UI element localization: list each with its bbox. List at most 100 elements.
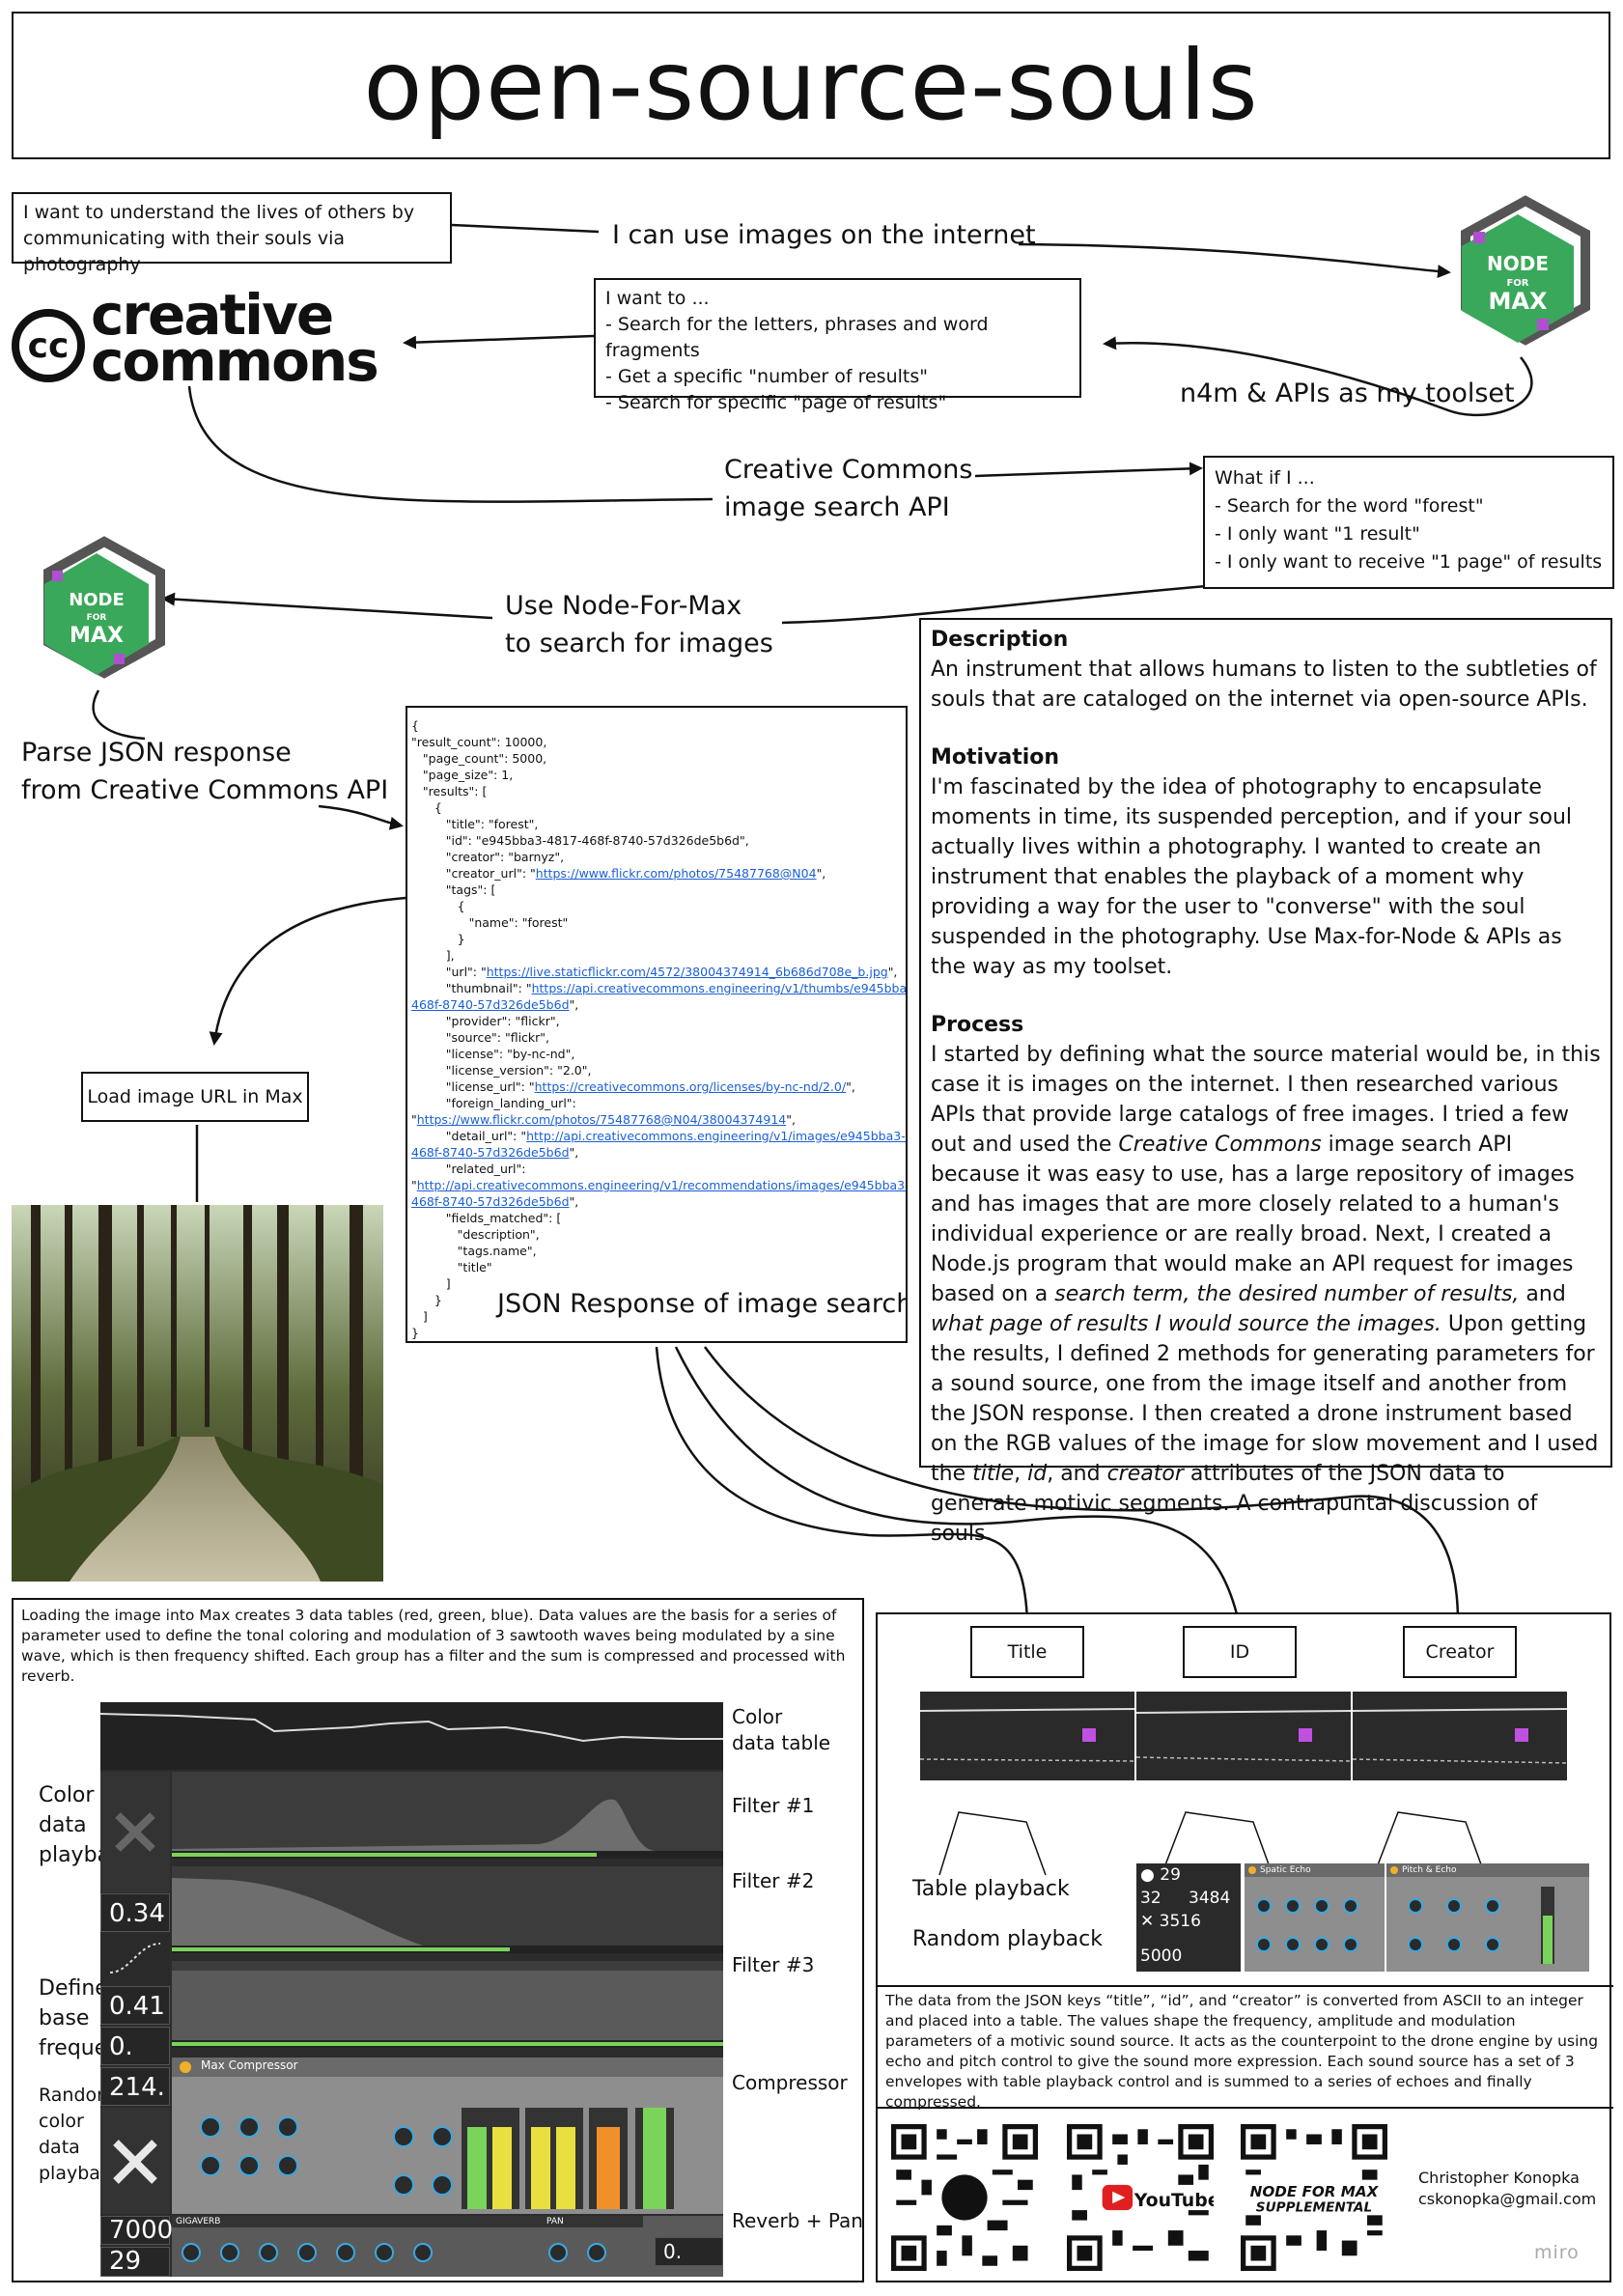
label-color-table-1: Color — [732, 1705, 783, 1728]
node-logo-for-text: FOR — [87, 613, 107, 623]
power-icon[interactable] — [180, 2061, 191, 2073]
json-line: "name": "forest" — [411, 915, 569, 930]
arrow-toolset-to-want — [1103, 336, 1533, 417]
json-link[interactable]: https://creativecommons.org/licenses/by-… — [534, 1079, 847, 1094]
number-box[interactable]: 3484 — [1189, 1889, 1231, 1908]
max-patch: 0.34 0.41 0. 214. 7000 29 — [100, 1702, 723, 2277]
json-link[interactable]: https://api.creativecommons.engineering/… — [531, 981, 908, 995]
json-line: "license_url": "https://creativecommons.… — [411, 1079, 855, 1094]
title-box: open-source-souls — [12, 12, 1610, 159]
pan-number-box[interactable]: 0. — [655, 2237, 723, 2266]
pitch-echo-device[interactable]: Pitch & Echo — [1386, 1863, 1589, 1972]
label-toolset: n4m & APIs as my toolset — [1180, 378, 1515, 408]
json-line: "fields_matched": [ — [411, 1211, 562, 1225]
reverb-pan-device[interactable]: GIGAVERB PAN 0. — [172, 2216, 723, 2277]
json-link[interactable]: https://www.flickr.com/photos/75487768@N… — [535, 866, 817, 881]
number-box[interactable]: 7000 — [100, 2216, 173, 2245]
label-use-n4m-1: Use Node-For-Max — [505, 591, 742, 621]
creative-commons-logo: cc creative commons — [12, 287, 398, 396]
author-email[interactable]: cskonopka@gmail.com — [1418, 2190, 1597, 2208]
arrow-intro-to-label — [451, 223, 600, 234]
number-box[interactable]: 0.41 — [100, 1986, 170, 2025]
label-define-1: Define — [39, 1976, 108, 2001]
json-link[interactable]: https://live.staticflickr.com/4572/38004… — [486, 965, 888, 979]
compressor-device[interactable]: Max Compressor — [172, 2058, 723, 2214]
qr-code-github[interactable] — [891, 2124, 1038, 2271]
label-load: Load image URL in Max — [87, 1085, 303, 1107]
label-random-playback: Random playback — [912, 1927, 1103, 1951]
label-compressor: Compressor — [732, 2071, 848, 2094]
filter-displays[interactable] — [172, 1772, 723, 2057]
desc-heading-motivation: Motivation — [931, 745, 1060, 770]
label-table-playback: Table playback — [912, 1877, 1070, 1901]
number-box[interactable]: 3516 — [1159, 1912, 1201, 1931]
number-box[interactable]: 29 — [100, 2247, 170, 2277]
color-data-table[interactable] — [100, 1702, 723, 1770]
envelope-graphs[interactable] — [920, 1798, 1586, 1885]
json-link[interactable]: https://www.flickr.com/photos/75487768@N… — [416, 1112, 787, 1127]
want-item: - Search for the letters, phrases and wo… — [605, 314, 989, 361]
json-line: "id": "e945bba3-4817-468f-8740-57d326de5… — [411, 833, 749, 848]
power-icon[interactable] — [1390, 1866, 1398, 1874]
label-reverb-pan: Reverb + Pan — [732, 2209, 863, 2232]
page-title: open-source-souls — [363, 28, 1259, 142]
arrow-cc-to-api — [187, 385, 714, 503]
json-line: "results": [ — [411, 784, 488, 798]
number-box[interactable]: 29 — [1160, 1865, 1181, 1885]
intro-line-1: I want to understand the lives of others… — [23, 202, 415, 223]
label-cc-api-2: image search API — [724, 492, 950, 522]
number-box[interactable]: 0. — [100, 2027, 170, 2065]
label-color-table-2: data table — [732, 1731, 831, 1754]
number-box[interactable]: 214. — [100, 2067, 170, 2106]
playback-toggle-1[interactable] — [100, 1772, 170, 1892]
label-random-3: data — [39, 2137, 80, 2158]
tag-creator-box: Creator — [1403, 1626, 1517, 1678]
pan-title: PAN — [543, 2216, 643, 2227]
node-logo-bottom-text: MAX — [70, 624, 124, 648]
number-box[interactable]: 5000 — [1140, 1946, 1183, 1966]
playback-toggle-2[interactable] — [100, 2108, 170, 2214]
description-box: Description An instrument that allows hu… — [919, 618, 1612, 1546]
miro-watermark: miro — [1534, 2242, 1580, 2263]
json-line: } — [411, 932, 465, 946]
json-link[interactable]: 468f-8740-57d326de5b6d — [411, 997, 570, 1012]
intro-line-2: communicating with their souls via photo… — [23, 228, 346, 275]
node-for-max-logo-top: NODE FOR MAX — [1461, 195, 1590, 346]
want-title: I want to ... — [605, 288, 710, 309]
playback-controls[interactable]: ● 29 32 3484 ✕ 3516 5000 — [1136, 1863, 1241, 1972]
json-link[interactable]: 468f-8740-57d326de5b6d — [411, 1145, 570, 1160]
compressor-title: Max Compressor — [201, 2058, 298, 2072]
json-link[interactable]: http://api.creativecommons.engineering/v… — [526, 1129, 908, 1143]
number-box[interactable]: 32 — [1140, 1889, 1161, 1908]
label-parse-1: Parse JSON response — [21, 738, 292, 768]
arrow-want-to-cc — [403, 334, 595, 350]
reverb-title: GIGAVERB — [172, 2216, 543, 2227]
json-line: { — [411, 718, 419, 733]
label-random-1: Random — [39, 2085, 115, 2106]
json-line: "https://www.flickr.com/photos/75487768@… — [411, 1112, 796, 1127]
number-box[interactable]: 0.34 — [100, 1893, 170, 1932]
power-icon[interactable] — [1248, 1866, 1256, 1874]
qr-code-n4m-supplemental[interactable]: NODE FOR MAX SUPPLEMENTAL — [1241, 2124, 1387, 2271]
json-link[interactable]: 468f-8740-57d326de5b6d — [411, 1194, 570, 1209]
label-filter-3: Filter #3 — [732, 1953, 815, 1976]
label-json: JSON Response of image search — [497, 1289, 908, 1319]
label-define-2: base — [39, 2006, 90, 2030]
spatial-echo-device[interactable]: Spatic Echo — [1245, 1863, 1385, 1972]
arrow-label-to-node — [1018, 242, 1451, 279]
json-line: ], — [411, 948, 455, 963]
json-line: ] — [411, 1309, 428, 1324]
curve-json-to-title — [655, 1346, 1029, 1623]
tag-title-box: Title — [970, 1626, 1084, 1678]
label-filter-2: Filter #2 — [732, 1869, 815, 1892]
json-table-strips[interactable] — [920, 1692, 1586, 1780]
bottom-left-panel: Loading the image into Max creates 3 dat… — [12, 1598, 864, 2282]
node-logo-bottom-text: MAX — [1489, 288, 1548, 315]
json-line: "url": "https://live.staticflickr.com/45… — [411, 965, 898, 979]
desc-heading-process: Process — [931, 1013, 1024, 1037]
json-caption: The data from the JSON keys “title”, “id… — [885, 1992, 1599, 2111]
qr-n4m-text-1: NODE FOR MAX — [1250, 2183, 1380, 2200]
json-line: "page_count": 5000, — [411, 751, 547, 766]
qr-code-youtube[interactable]: YouTube — [1067, 2124, 1214, 2271]
json-link[interactable]: http://api.creativecommons.engineering/v… — [416, 1178, 908, 1192]
